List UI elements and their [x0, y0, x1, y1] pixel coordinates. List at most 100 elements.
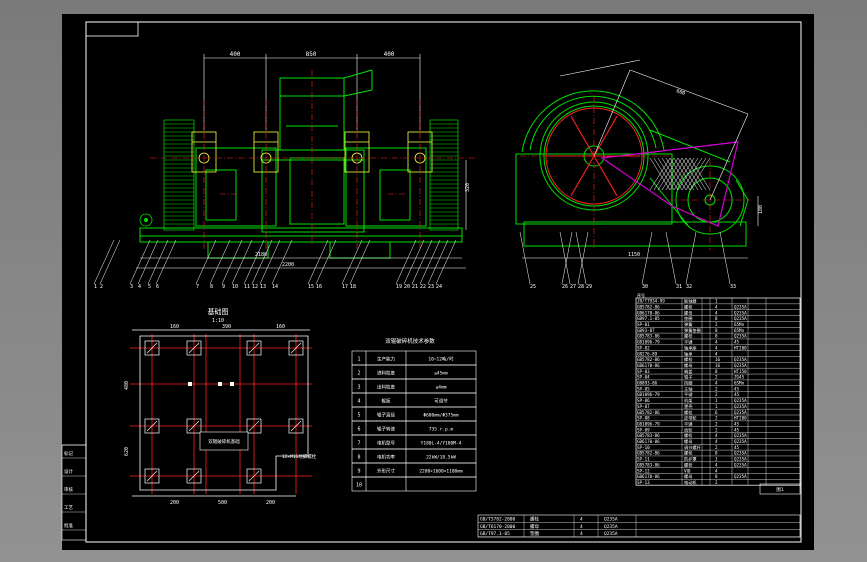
part-code: GB1096-79	[637, 340, 660, 345]
callout-side: 33	[730, 284, 736, 290]
leader-line	[411, 239, 433, 285]
leader-line	[519, 231, 531, 285]
part-material: HT200	[734, 345, 747, 350]
part-code: GB893-86	[637, 381, 658, 386]
part-name: 螺母	[684, 473, 692, 480]
part-name: 挡圈	[684, 380, 692, 387]
callout-front: 10	[232, 284, 238, 290]
bottom-material: Q235A	[604, 517, 618, 523]
callout-front: 11	[244, 284, 250, 290]
spec-name: 辊子直径	[377, 412, 395, 419]
anchor-hole	[186, 468, 202, 484]
leader-line	[221, 239, 243, 285]
part-qty: 2	[715, 392, 718, 397]
part-code: SP-13	[637, 480, 650, 485]
spec-value: ≤45mm	[434, 371, 448, 377]
callout-front: 20	[404, 284, 410, 290]
callout-side: 26	[562, 284, 568, 290]
part-name: 防护罩	[684, 456, 697, 463]
left-strip-label: 批准	[64, 522, 73, 529]
part-material: HT150	[734, 369, 747, 374]
found-dim-left-a: 480	[124, 381, 130, 390]
leader-line	[243, 239, 265, 285]
part-code: GB6170-86	[637, 474, 660, 479]
callout-front: 2	[100, 284, 103, 290]
part-material: 65Mn	[734, 381, 745, 386]
part-material: Q235A	[734, 462, 747, 467]
part-name: 平键	[684, 420, 693, 427]
part-material: 45	[734, 427, 740, 432]
part-name: 螺母	[684, 438, 692, 445]
anchor-hole	[246, 418, 262, 434]
leader-line	[419, 239, 441, 285]
part-code: SP-02	[637, 345, 650, 350]
spec-value: 可调节	[434, 398, 448, 405]
part-name: 轴承	[684, 350, 693, 357]
part-material: Q235A	[734, 316, 747, 321]
part-code: GB1096-79	[637, 421, 660, 426]
part-material: HT200	[734, 416, 747, 421]
part-code: SP-12	[637, 468, 650, 473]
part-qty: 2	[715, 386, 718, 391]
part-qty: 6	[715, 410, 718, 415]
callout-front: 9	[222, 284, 225, 290]
callout-front: 1	[94, 284, 97, 290]
part-material: Q235A	[734, 334, 747, 339]
leader-line	[251, 239, 273, 285]
anchor-hole	[288, 340, 304, 356]
left-strip-label: 审核	[64, 486, 73, 493]
part-name: 机架	[684, 397, 692, 404]
part-code: GB276-89	[637, 351, 658, 356]
part-qty: 8	[715, 316, 718, 321]
part-qty: 4	[715, 462, 718, 467]
sheet-border	[85, 21, 802, 543]
spec-title: 双辊破碎机技术参数	[385, 337, 435, 345]
part-name: 罩壳	[684, 403, 693, 410]
part-code: SP-01	[637, 322, 650, 327]
part-code: GB5783-86	[637, 433, 660, 438]
spec-value: 22kW/18.5kW	[426, 455, 456, 461]
part-name: V带	[684, 468, 691, 474]
part-material: 45	[734, 386, 740, 391]
part-material: 45	[734, 445, 740, 450]
leader-line	[195, 239, 217, 285]
spec-name: 辊子转速	[377, 426, 395, 433]
part-name: 辊子	[684, 374, 692, 381]
foundation-title: 基础图	[208, 307, 229, 316]
part-code: GB6170-86	[637, 439, 660, 444]
part-name: 调节螺杆	[684, 444, 702, 451]
found-dim-top-2: 390	[222, 324, 231, 330]
found-dim-bot-3: 200	[266, 500, 275, 506]
callout-front: 19	[396, 284, 402, 290]
anchor-hole	[144, 418, 160, 434]
parts-header: 序号	[637, 292, 645, 298]
bottom-code: GB/T5782-2000	[480, 517, 516, 523]
part-name: 螺栓	[684, 461, 693, 468]
part-name: 联轴器	[684, 298, 697, 305]
part-material: Q235A	[734, 439, 747, 444]
part-material: Q235A	[734, 474, 747, 479]
part-qty: 8	[715, 451, 718, 456]
bottom-material: Q235A	[604, 524, 618, 530]
part-qty: 2	[715, 427, 718, 432]
bottom-code: GB/T6170-2000	[480, 524, 516, 530]
code-box	[85, 21, 139, 37]
sheet-background	[62, 14, 814, 550]
leader-line	[665, 231, 677, 285]
callout-front: 21	[412, 284, 418, 290]
part-material: 45	[734, 392, 740, 397]
part-name: 螺母	[684, 362, 692, 369]
part-qty: 2	[715, 445, 718, 450]
part-qty: 4	[715, 345, 718, 350]
spec-no: 1	[357, 357, 360, 363]
callout-front: 24	[436, 284, 442, 290]
callout-front: 8	[210, 284, 213, 290]
part-code: SP-03	[637, 369, 650, 374]
part-qty: 4	[715, 340, 718, 345]
part-qty: 4	[715, 439, 718, 444]
callout-front: 14	[272, 284, 278, 290]
part-qty: 2	[715, 375, 718, 380]
part-material: Q235A	[734, 433, 747, 438]
